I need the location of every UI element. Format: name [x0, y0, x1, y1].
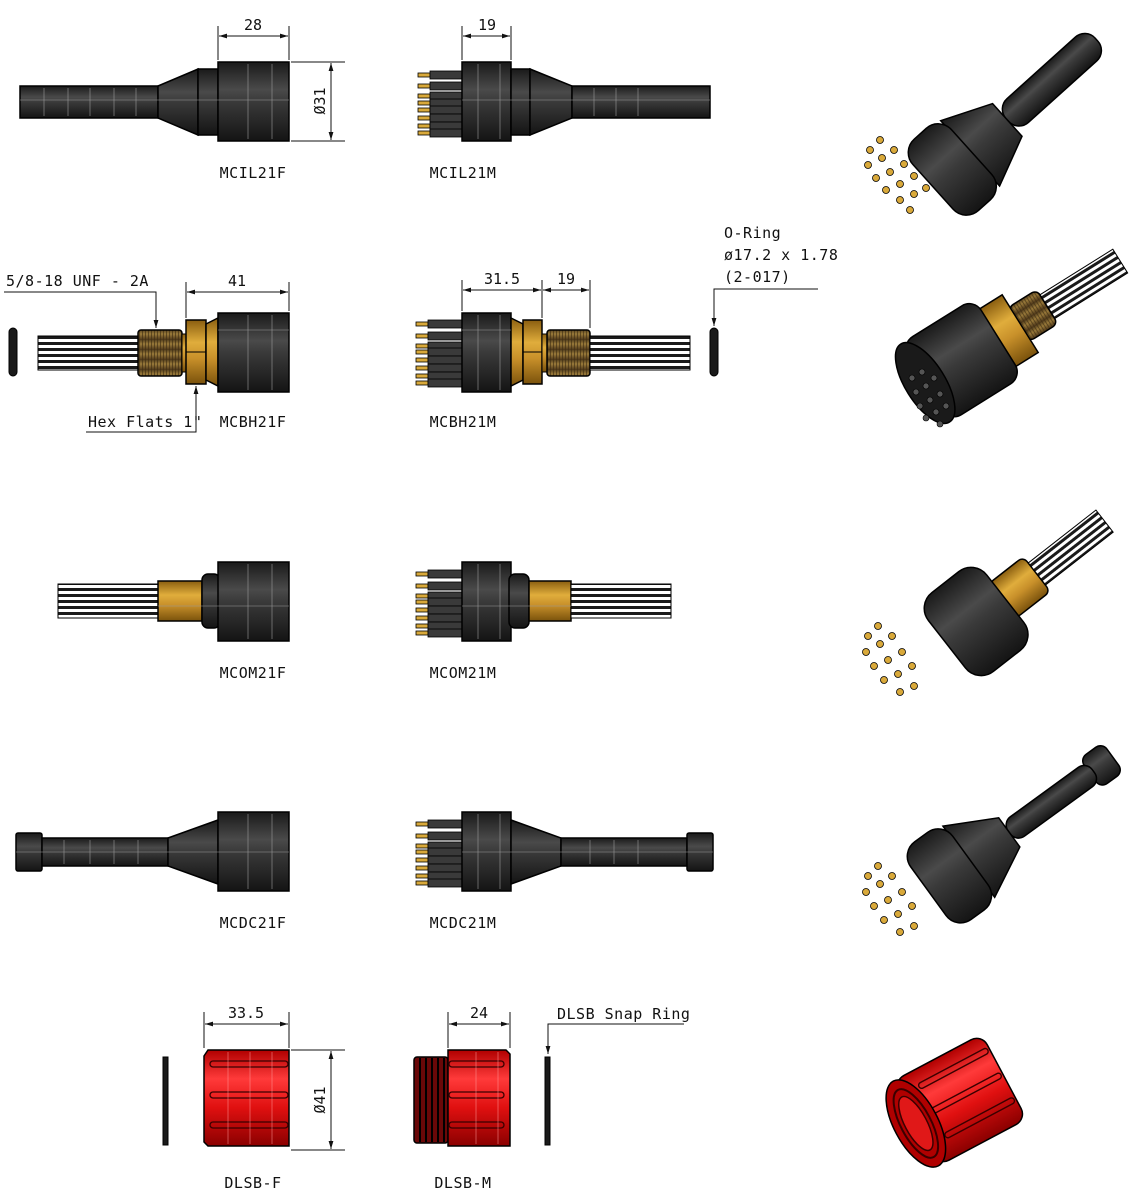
mcom21m-label: MCOM21M [430, 664, 497, 682]
mcil21f-diameter-dim: Ø31 [291, 61, 345, 142]
dlsb-m-drawing [413, 1049, 511, 1147]
mcdc21f-drawing [15, 811, 290, 892]
mcbh21m-drawing [415, 312, 691, 393]
dlsb-f-diameter-dim: Ø41 [291, 1049, 345, 1151]
mcom21m-drawing [415, 561, 672, 642]
svg-text:28: 28 [244, 16, 262, 34]
svg-text:33.5: 33.5 [228, 1004, 264, 1022]
overmolded-male-iso [862, 509, 1114, 696]
svg-text:5/8-18 UNF - 2A: 5/8-18 UNF - 2A [6, 272, 149, 290]
svg-text:19: 19 [478, 16, 496, 34]
inline-male-iso [864, 32, 1103, 216]
dummy-cable-male-iso [862, 744, 1121, 936]
mcil21f-drawing [19, 61, 290, 142]
mcil21m-length-dim: 19 [461, 16, 512, 60]
dlsb-f-drawing [203, 1049, 290, 1147]
dlsb-f-length-dim: 33.5 [203, 1004, 290, 1048]
mcom21f-drawing [57, 561, 290, 642]
oring-callout: O-Ring ø17.2 x 1.78 (2-017) [709, 224, 838, 377]
svg-text:24: 24 [470, 1004, 488, 1022]
bulkhead-female-iso [894, 248, 1129, 428]
mcdc21f-label: MCDC21F [220, 914, 287, 932]
svg-text:41: 41 [228, 272, 246, 290]
mcdc21m-drawing [415, 811, 714, 892]
svg-text:Hex Flats 1": Hex Flats 1" [88, 413, 202, 431]
mcil21f-length-dim: 28 [217, 16, 290, 60]
svg-text:DLSB Snap Ring: DLSB Snap Ring [557, 1005, 690, 1023]
mcbh21m-label: MCBH21M [430, 413, 497, 431]
mcbh21f-label: MCBH21F [220, 413, 287, 431]
oring-left [8, 327, 18, 377]
mcbh21f-hex-callout: Hex Flats 1" [86, 386, 202, 433]
mcil21m-label: MCIL21M [430, 164, 497, 182]
mcbh21f-length-dim: 41 [185, 272, 290, 318]
svg-text:(2-017): (2-017) [724, 268, 791, 286]
mcbh21m-body-dim: 31.5 19 [461, 270, 591, 328]
dlsb-m-label: DLSB-M [434, 1174, 491, 1192]
locking-sleeve-iso [885, 1037, 1024, 1168]
svg-text:ø17.2 x 1.78: ø17.2 x 1.78 [724, 246, 838, 264]
mcom21f-label: MCOM21F [220, 664, 287, 682]
snap-ring-left [162, 1056, 169, 1146]
mcil21f-label: MCIL21F [220, 164, 287, 182]
svg-text:Ø41: Ø41 [311, 1086, 329, 1113]
svg-text:Ø31: Ø31 [311, 87, 329, 114]
snap-ring-callout: DLSB Snap Ring [544, 1005, 690, 1146]
oring-right [709, 327, 719, 377]
svg-text:31.5: 31.5 [484, 270, 520, 288]
mcbh21f-drawing [37, 312, 290, 393]
mcil21m-drawing [417, 61, 711, 142]
dlsb-f-label: DLSB-F [224, 1174, 281, 1192]
mcdc21m-label: MCDC21M [430, 914, 497, 932]
snap-ring-right [544, 1056, 551, 1146]
mcbh21f-thread-callout: 5/8-18 UNF - 2A [4, 272, 159, 328]
dlsb-m-length-dim: 24 [447, 1004, 511, 1048]
svg-text:O-Ring: O-Ring [724, 224, 781, 242]
svg-text:19: 19 [557, 270, 575, 288]
